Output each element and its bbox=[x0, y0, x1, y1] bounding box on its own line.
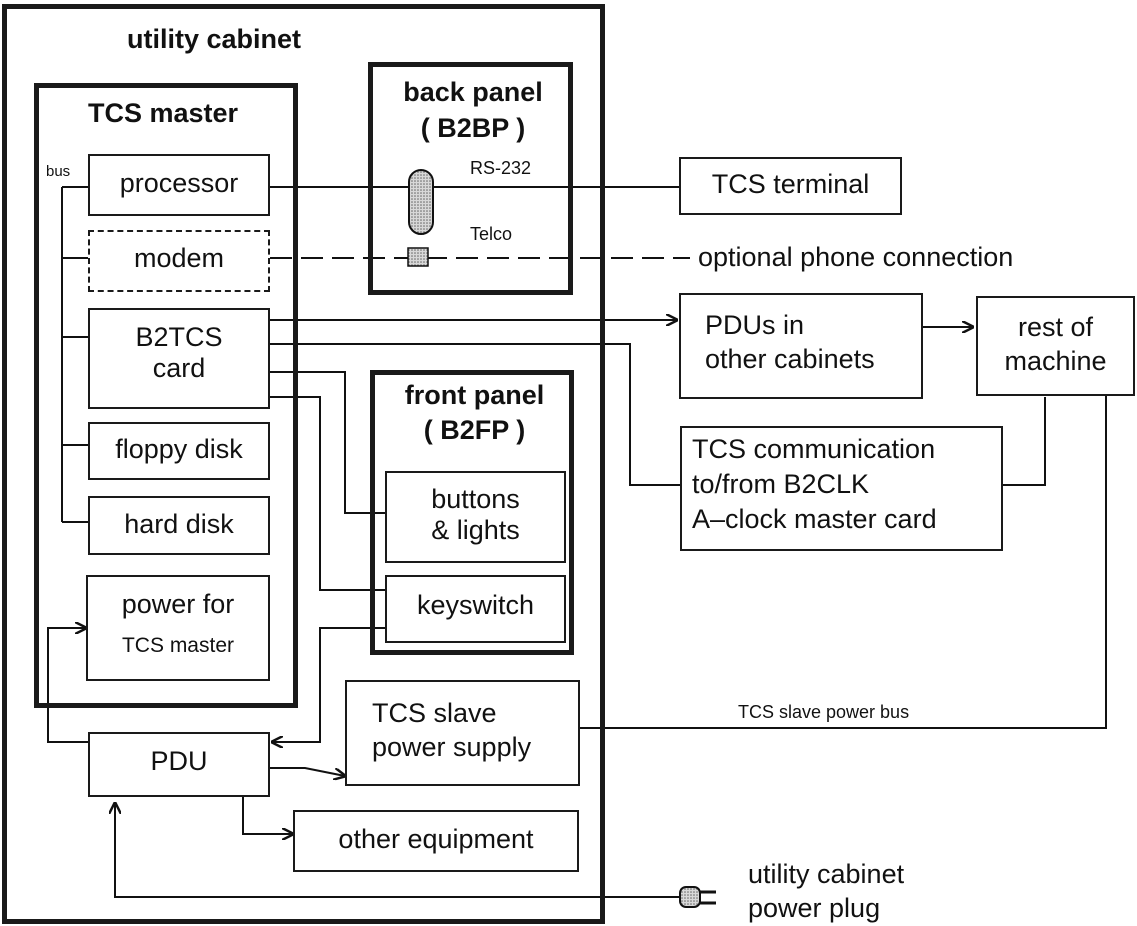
tcs-comm-label: TCS communication to/from B2CLK A–clock … bbox=[692, 434, 937, 535]
power-for-label: power for bbox=[121, 589, 235, 619]
back-panel-title: back panel bbox=[403, 77, 543, 107]
tcs-slave-power-supply-label: TCS slave power supply bbox=[372, 698, 532, 762]
rs232-label: RS-232 bbox=[470, 158, 532, 178]
rs232-connector bbox=[408, 169, 434, 235]
pdu-label: PDU bbox=[150, 746, 208, 776]
back-panel-box bbox=[368, 62, 573, 295]
pdu-to-slave-arrow bbox=[270, 767, 345, 776]
tcs-master-title: TCS master bbox=[88, 98, 239, 128]
tcs-master-box bbox=[34, 83, 298, 708]
slave-power-bus-label: TCS slave power bus bbox=[738, 702, 910, 722]
floppy-disk-box bbox=[88, 422, 270, 480]
b2tcs-card-label: B2TCS card bbox=[135, 322, 223, 384]
pdu-box bbox=[88, 732, 270, 797]
pdu-to-power-arrow bbox=[47, 628, 90, 743]
floppy-disk-label: floppy disk bbox=[115, 434, 243, 464]
power-plug-icon bbox=[679, 886, 716, 908]
power-plug-line bbox=[115, 803, 664, 898]
tcs-terminal-box bbox=[679, 157, 902, 215]
keyswitch-to-pdu-arrow bbox=[272, 627, 385, 742]
keyswitch-label: keyswitch bbox=[416, 590, 535, 620]
buttons-lights-label: buttons & lights bbox=[431, 484, 520, 546]
slave-power-bus-line bbox=[580, 362, 1106, 729]
pdus-other-label: PDUs in other cabinets bbox=[705, 310, 875, 374]
b2tcs-card-box bbox=[88, 308, 270, 409]
modem-label: modem bbox=[133, 243, 225, 273]
processor-label: processor bbox=[119, 168, 239, 198]
keyswitch-box bbox=[385, 575, 566, 643]
telco-label: Telco bbox=[470, 224, 513, 244]
b2fp-label: ( B2FP ) bbox=[423, 415, 526, 445]
processor-box bbox=[88, 154, 270, 216]
rest-of-machine-box bbox=[976, 296, 1135, 396]
front-panel-title: front panel bbox=[404, 380, 545, 410]
utility-cabinet-box bbox=[2, 4, 605, 924]
b2bp-label: ( B2BP ) bbox=[420, 113, 526, 143]
other-equipment-box bbox=[293, 810, 579, 872]
b2tcs-to-buttons-line bbox=[270, 371, 385, 514]
pdus-other-box bbox=[679, 293, 923, 399]
power-for-master-box bbox=[86, 575, 270, 681]
other-equipment-label: other equipment bbox=[338, 824, 534, 854]
front-panel-box bbox=[370, 370, 574, 655]
pdu-to-other-arrow bbox=[242, 797, 293, 834]
telco-connector bbox=[407, 247, 429, 267]
b2tcs-to-clk-line bbox=[270, 343, 680, 486]
rest-of-machine-label: rest of machine bbox=[1004, 312, 1107, 376]
utility-power-plug-label: utility cabinet power plug bbox=[748, 859, 905, 923]
tcs-terminal-label: TCS terminal bbox=[711, 169, 870, 199]
hard-disk-box bbox=[88, 496, 270, 555]
tcs-comm-box bbox=[680, 426, 1003, 551]
tcs-slave-power-supply-box bbox=[345, 680, 580, 786]
buttons-lights-box bbox=[385, 471, 566, 563]
hard-disk-label: hard disk bbox=[124, 509, 234, 539]
power-for-master-label: TCS master bbox=[121, 634, 234, 657]
optional-phone-label: optional phone connection bbox=[698, 242, 1014, 272]
bus-label: bus bbox=[46, 163, 71, 180]
modem-box bbox=[88, 230, 270, 292]
utility-cabinet-title: utility cabinet bbox=[127, 24, 302, 54]
